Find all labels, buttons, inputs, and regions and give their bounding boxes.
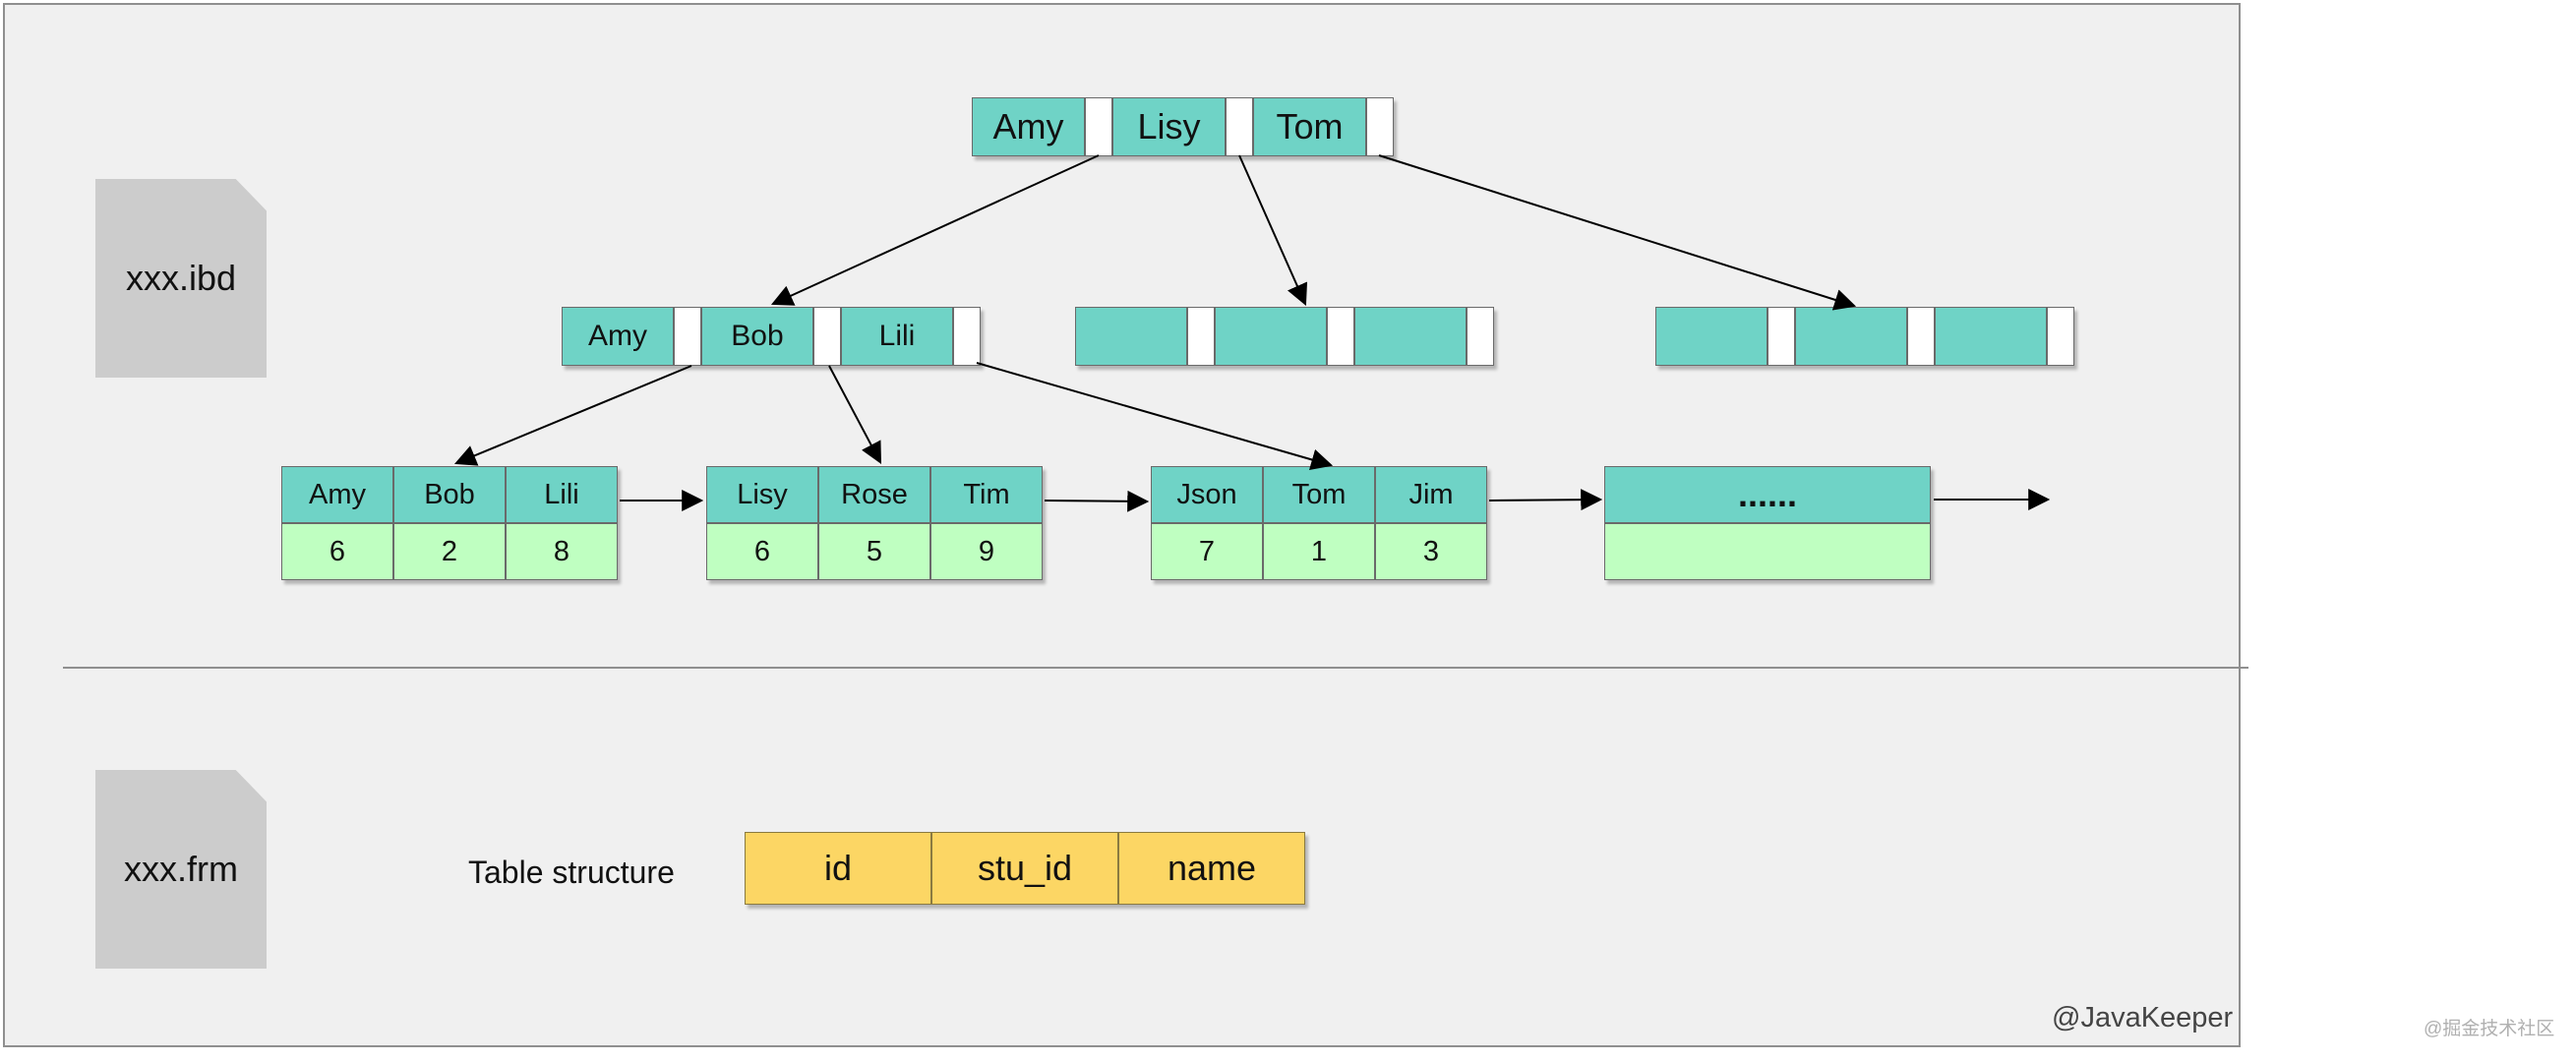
leaf-value-row: 7 1 3	[1151, 523, 1487, 580]
empty-node	[1655, 307, 2074, 366]
empty-key	[1215, 307, 1327, 366]
table-structure-label: Table structure	[468, 855, 675, 890]
leaf-key: Tom	[1263, 466, 1375, 523]
empty-pointer	[1907, 307, 1935, 366]
credit-text: @掘金技术社区	[2424, 1019, 2555, 1039]
leaf-value-empty	[1604, 523, 1931, 580]
leaf-value: 7	[1151, 523, 1263, 580]
root-key: Lisy	[1112, 97, 1226, 156]
leaf-key: Lili	[506, 466, 618, 523]
leaf-value: 6	[281, 523, 393, 580]
leaf-value: 8	[506, 523, 618, 580]
leaf-value: 6	[706, 523, 818, 580]
root-pointer	[1226, 97, 1253, 156]
leaf-value: 5	[818, 523, 930, 580]
leaf-value: 1	[1263, 523, 1375, 580]
ibd-file-label: xxx.ibd	[125, 258, 237, 298]
watermark: @JavaKeeper	[2052, 1002, 2234, 1033]
internal-node: Amy Bob Lili	[562, 307, 981, 366]
leaf-key: Jim	[1375, 466, 1487, 523]
empty-key	[1075, 307, 1187, 366]
leaf-key: Json	[1151, 466, 1263, 523]
empty-key	[1935, 307, 2047, 366]
leaf-value: 9	[930, 523, 1043, 580]
internal-pointer	[813, 307, 841, 366]
internal-key: Bob	[701, 307, 813, 366]
leaf-value: 2	[393, 523, 506, 580]
leaf-value-row	[1604, 523, 1931, 580]
ibd-file-icon: xxx.ibd	[95, 179, 267, 378]
internal-key: Amy	[562, 307, 674, 366]
internal-key: Lili	[841, 307, 953, 366]
empty-pointer	[1467, 307, 1494, 366]
root-key: Amy	[972, 97, 1085, 156]
leaf-node: Amy Bob Lili 6 2 8	[281, 466, 618, 580]
leaf-key-row: Amy Bob Lili	[281, 466, 618, 523]
empty-pointer	[1187, 307, 1215, 366]
leaf-key-row: Json Tom Jim	[1151, 466, 1487, 523]
empty-pointer	[1767, 307, 1795, 366]
internal-pointer	[953, 307, 981, 366]
root-pointer	[1085, 97, 1112, 156]
root-key: Tom	[1253, 97, 1366, 156]
root-pointer	[1366, 97, 1394, 156]
empty-pointer	[1327, 307, 1354, 366]
leaf-value-row: 6 5 9	[706, 523, 1043, 580]
field-cell: stu_id	[931, 832, 1118, 905]
leaf-node: Lisy Rose Tim 6 5 9	[706, 466, 1043, 580]
leaf-key: Amy	[281, 466, 393, 523]
frm-file-icon: xxx.frm	[95, 770, 267, 969]
internal-pointer	[674, 307, 701, 366]
empty-node	[1075, 307, 1494, 366]
leaf-node: Json Tom Jim 7 1 3	[1151, 466, 1487, 580]
empty-pointer	[2047, 307, 2074, 366]
leaf-value-row: 6 2 8	[281, 523, 618, 580]
table-structure: id stu_id name	[745, 832, 1305, 905]
frm-file-label: xxx.frm	[124, 849, 238, 889]
field-cell: id	[745, 832, 931, 905]
leaf-key-row: Lisy Rose Tim	[706, 466, 1043, 523]
empty-key	[1795, 307, 1907, 366]
field-cell: name	[1118, 832, 1305, 905]
empty-key	[1655, 307, 1767, 366]
root-node: Amy Lisy Tom	[972, 97, 1394, 156]
section-divider	[63, 667, 2248, 669]
leaf-more-label: ......	[1604, 466, 1931, 523]
leaf-key: Rose	[818, 466, 930, 523]
leaf-key: Tim	[930, 466, 1043, 523]
leaf-key-row: ......	[1604, 466, 1931, 523]
empty-key	[1354, 307, 1467, 366]
leaf-node-more: ......	[1604, 466, 1931, 580]
leaf-value: 3	[1375, 523, 1487, 580]
leaf-key: Lisy	[706, 466, 818, 523]
leaf-key: Bob	[393, 466, 506, 523]
